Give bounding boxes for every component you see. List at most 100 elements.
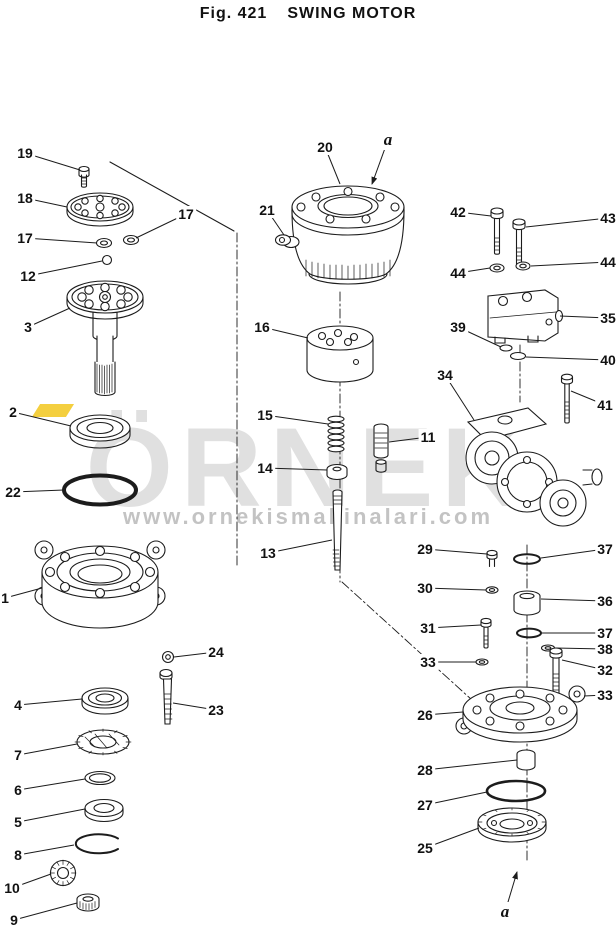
callout-15: 15 bbox=[255, 407, 275, 423]
part-screw-31 bbox=[480, 617, 492, 649]
watermark-url: www.ornekismakinalari.com bbox=[122, 504, 494, 529]
part-nut-9 bbox=[76, 893, 100, 912]
leader-line-37 bbox=[540, 548, 606, 559]
leader-line-40 bbox=[525, 356, 609, 361]
callout-9: 9 bbox=[8, 912, 20, 928]
callout-24: 24 bbox=[206, 644, 226, 660]
callout-19: 19 bbox=[15, 145, 35, 161]
figure-title: Fig. 421 SWING MOTOR bbox=[0, 5, 616, 23]
callout-40: 40 bbox=[598, 352, 616, 368]
part-washer-14 bbox=[326, 463, 348, 481]
callout-20: 20 bbox=[315, 139, 335, 155]
callout-11: 11 bbox=[418, 429, 438, 445]
part-lock-washer-10 bbox=[49, 859, 77, 887]
leader-line-13 bbox=[267, 539, 333, 554]
leader-line-1 bbox=[4, 587, 43, 599]
leader-line-6 bbox=[17, 778, 86, 791]
leader-line-17 bbox=[24, 237, 98, 244]
part-bolt-19 bbox=[78, 165, 90, 188]
leader-line-44 bbox=[530, 261, 609, 267]
part-cylinder-block-16 bbox=[306, 325, 374, 383]
watermark-brand: ÖRNEK bbox=[85, 405, 531, 530]
part-washer-33-left bbox=[475, 658, 489, 666]
part-washers-44 bbox=[489, 261, 531, 273]
callout-12: 12 bbox=[18, 268, 38, 284]
leader-line-8 bbox=[17, 844, 75, 856]
leader-line-14 bbox=[264, 467, 328, 471]
callout-6: 6 bbox=[12, 782, 24, 798]
part-plug-21 bbox=[274, 234, 300, 249]
callout-13: 13 bbox=[258, 545, 278, 561]
callout-1: 1 bbox=[0, 590, 11, 606]
part-bearing-4 bbox=[81, 687, 129, 715]
callout-39: 39 bbox=[448, 319, 468, 335]
part-stud-13 bbox=[332, 489, 343, 571]
callout-33: 33 bbox=[418, 654, 438, 670]
part-valve-sleeve-11 bbox=[373, 423, 389, 473]
leader-line-5 bbox=[17, 808, 86, 823]
callout-25: 25 bbox=[415, 840, 435, 856]
part-base-plate-26 bbox=[455, 685, 586, 743]
figure-name: SWING MOTOR bbox=[287, 5, 417, 22]
part-washers-17 bbox=[95, 234, 140, 249]
callout-a: a bbox=[381, 130, 395, 150]
part-gear-ring-7 bbox=[74, 728, 132, 756]
leader-line-2 bbox=[12, 411, 72, 427]
part-cover-plate-18 bbox=[66, 192, 134, 227]
part-drive-shaft-3 bbox=[66, 280, 144, 397]
part-ring-6 bbox=[84, 770, 116, 786]
callout-36: 36 bbox=[595, 593, 615, 609]
callout-5: 5 bbox=[12, 814, 24, 830]
part-pin-28 bbox=[516, 749, 536, 771]
callout-22: 22 bbox=[3, 484, 23, 500]
part-case-cap-20 bbox=[291, 185, 405, 285]
callout-42: 42 bbox=[448, 204, 468, 220]
part-housing-1 bbox=[34, 540, 166, 629]
callout-18: 18 bbox=[15, 190, 35, 206]
callout-4: 4 bbox=[12, 697, 24, 713]
part-ball-12 bbox=[101, 254, 113, 266]
leader-line-28 bbox=[424, 759, 518, 771]
callout-14: 14 bbox=[255, 460, 275, 476]
callout-21: 21 bbox=[257, 202, 277, 218]
callout-23: 23 bbox=[206, 702, 226, 718]
part-cover-25 bbox=[477, 807, 547, 843]
part-piston-36 bbox=[513, 590, 541, 616]
callout-37: 37 bbox=[595, 625, 615, 641]
callout-27: 27 bbox=[415, 797, 435, 813]
figure-number: Fig. 421 bbox=[199, 5, 268, 22]
leader-line-36 bbox=[540, 598, 606, 602]
leader-line-9 bbox=[13, 902, 78, 921]
part-bolt-23 bbox=[159, 668, 173, 725]
callout-43: 43 bbox=[598, 210, 616, 226]
callout-41: 41 bbox=[595, 397, 615, 413]
part-oring-37-upper bbox=[513, 553, 541, 565]
part-snap-ring-8 bbox=[74, 833, 119, 855]
leader-line-27 bbox=[424, 791, 488, 806]
part-bolt-41 bbox=[560, 373, 574, 424]
part-motor-assembly-34 bbox=[465, 407, 603, 527]
leader-line-3 bbox=[27, 307, 71, 328]
leader-line-15 bbox=[264, 414, 329, 425]
part-orings-39-40 bbox=[499, 344, 527, 361]
callout-16: 16 bbox=[252, 319, 272, 335]
part-screw-29 bbox=[486, 549, 498, 568]
callout-17: 17 bbox=[15, 230, 35, 246]
leader-line-7 bbox=[17, 743, 78, 756]
part-bearing-2 bbox=[69, 414, 131, 449]
callout-33: 33 bbox=[595, 687, 615, 703]
callout-38: 38 bbox=[595, 641, 615, 657]
callout-2: 2 bbox=[7, 404, 19, 420]
callout-44: 44 bbox=[598, 254, 616, 270]
callout-37: 37 bbox=[595, 541, 615, 557]
leader-line-30 bbox=[424, 587, 487, 591]
part-oring-37-lower bbox=[516, 627, 542, 639]
part-oring-27 bbox=[485, 779, 547, 803]
part-bushing-5 bbox=[84, 798, 124, 823]
callout-3: 3 bbox=[22, 319, 34, 335]
callout-31: 31 bbox=[418, 620, 438, 636]
callout-a: a bbox=[498, 902, 512, 922]
